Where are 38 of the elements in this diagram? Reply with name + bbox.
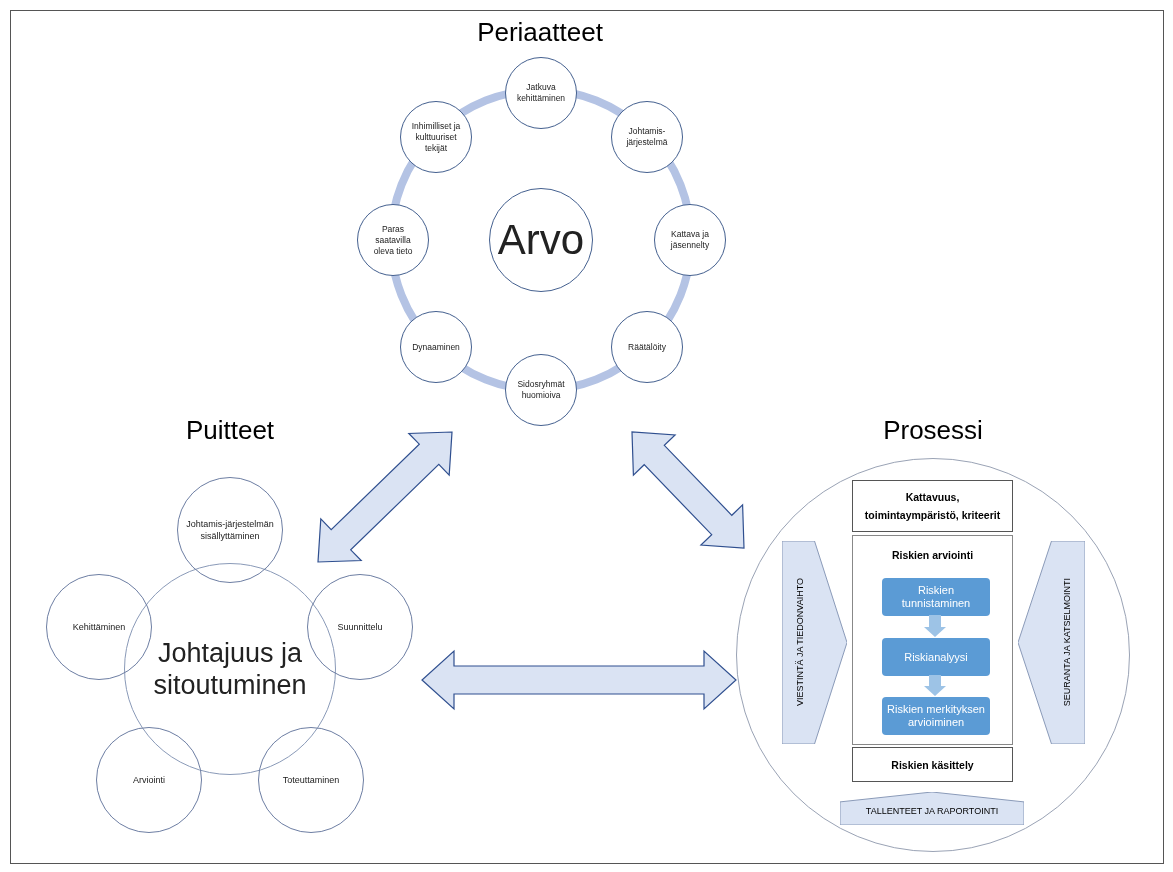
- step-label: Kattavuus, toimintaympäristö, kriteerit: [863, 490, 1002, 523]
- section-title: Prosessi: [883, 414, 983, 446]
- double-arrow: [631, 431, 745, 549]
- process-step-box: [882, 578, 990, 616]
- down-arrow: [924, 615, 946, 637]
- circle-label: Johtamis-järjestelmä: [625, 126, 669, 148]
- section-title: Periaatteet: [477, 16, 603, 48]
- assessment-box: [852, 535, 1013, 745]
- double-arrow: [317, 431, 453, 563]
- down-arrow: [924, 675, 946, 696]
- circle-label: Arviointi: [132, 774, 166, 786]
- circle-label: Kattava ja jäsennelty: [669, 229, 711, 251]
- circle-label: Arvo: [497, 219, 585, 261]
- circle-label: Johtajuus ja sitoutuminen: [152, 637, 308, 701]
- side-label: TALLENTEET JA RAPORTOINTI: [865, 805, 999, 818]
- circle-label: Inhimilliset ja kulttuuriset tekijät: [410, 120, 462, 154]
- double-arrow: [421, 649, 737, 711]
- circle-label: Räätälöity: [627, 341, 667, 353]
- step-label: Riskien tunnistaminen: [900, 584, 972, 610]
- process-step-box: [882, 697, 990, 735]
- step-label: Riskien käsittely: [891, 757, 974, 773]
- section-title: Puitteet: [185, 414, 275, 446]
- circle-label: Jatkuva kehittäminen: [515, 82, 567, 104]
- circle-label: Dynaaminen: [411, 341, 461, 353]
- step-label: Riskien merkityksen arvioiminen: [886, 703, 986, 729]
- side-label: VIESTINTÄ JA TIEDONVAIHTO: [794, 578, 806, 707]
- circle-label: Kehittäminen: [71, 621, 127, 633]
- circle-label: Paras saatavilla oleva tieto: [372, 223, 414, 257]
- process-step-box: [852, 747, 1013, 782]
- circle-label: Toteuttaminen: [281, 774, 341, 786]
- process-step-box: [882, 638, 990, 676]
- circle-label: Sidosryhmät huomioiva: [516, 379, 566, 401]
- side-label: SEURANTA JA KATSELMOINTI: [1061, 578, 1073, 707]
- process-step-box: [852, 480, 1013, 532]
- step-label: Riskianalyysi: [904, 650, 968, 664]
- step-label: Riskien arviointi: [891, 548, 974, 562]
- circle-label: Johtamis-järjestelmän sisällyttäminen: [185, 518, 275, 542]
- circle-label: Suunnittelu: [336, 621, 384, 633]
